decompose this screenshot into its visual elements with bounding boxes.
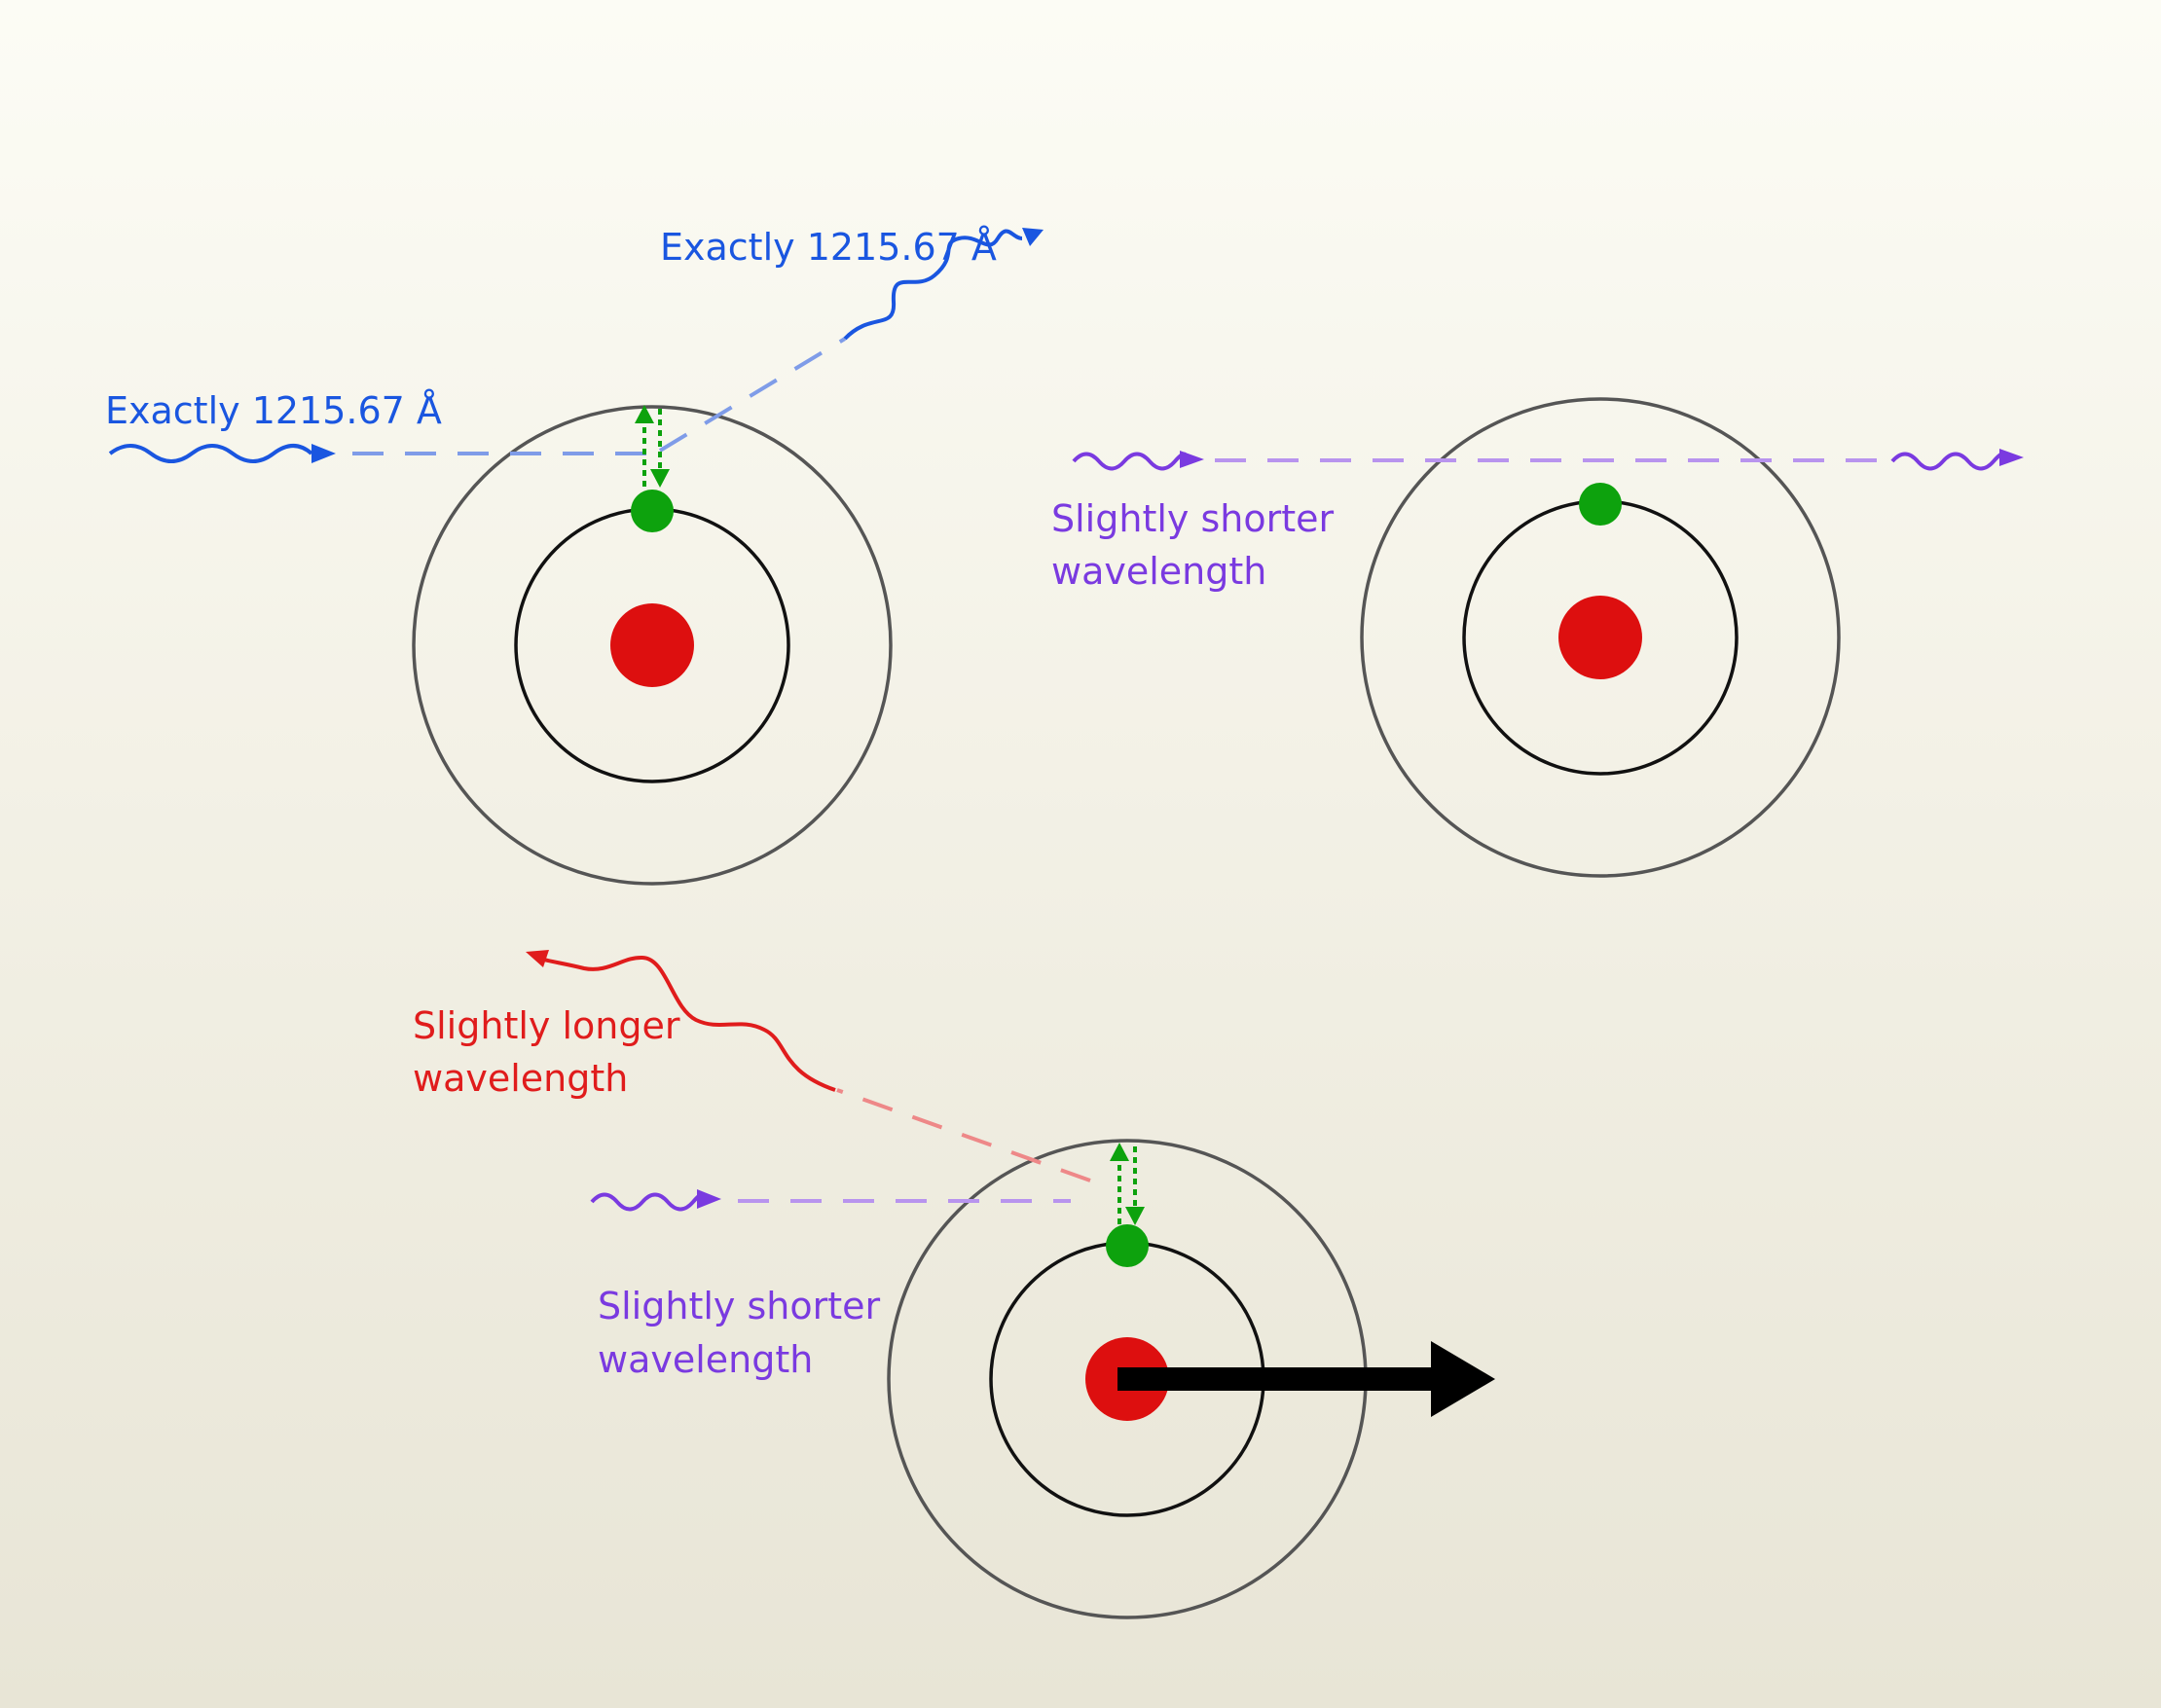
atom-3-electron bbox=[1106, 1224, 1149, 1267]
atom-1-nucleus bbox=[610, 603, 694, 687]
atom-1-outgoing-label: Exactly 1215.67 Å bbox=[660, 226, 997, 269]
arrowhead-icon bbox=[1022, 228, 1044, 246]
atom-2-outer-orbit bbox=[1360, 397, 1841, 878]
photon-path-dashed bbox=[658, 337, 847, 453]
photon-wave-icon bbox=[843, 229, 1023, 341]
atom-1-outer-orbit bbox=[412, 405, 893, 886]
atom-1-incoming-label: Exactly 1215.67 Å bbox=[105, 389, 442, 432]
arrowhead-icon bbox=[1180, 451, 1204, 468]
arrowhead-icon bbox=[311, 444, 336, 463]
photon-wave-icon bbox=[1072, 452, 1189, 471]
atom-3-outgoing-photon bbox=[526, 950, 1091, 1182]
atom-3-incoming-photon bbox=[590, 1189, 1071, 1212]
atom-2 bbox=[1360, 397, 1841, 878]
atom-1 bbox=[412, 405, 893, 886]
atom-1-electron bbox=[631, 490, 674, 532]
arrowhead-icon bbox=[526, 950, 549, 967]
photon-wave-icon bbox=[108, 444, 313, 463]
atom-3-motion-arrow-icon bbox=[1117, 1341, 1495, 1417]
arrowhead-icon bbox=[1999, 449, 2024, 466]
atom-1-transition-arrow-icon bbox=[635, 405, 670, 488]
atom-1-outgoing-photon bbox=[658, 228, 1044, 453]
arrowhead-icon bbox=[697, 1189, 721, 1209]
atom-3-transition-arrow-icon bbox=[1110, 1143, 1145, 1225]
photon-wave-icon bbox=[539, 955, 836, 1092]
atom-2-nucleus bbox=[1558, 596, 1642, 679]
photon-wave-icon bbox=[1890, 452, 2008, 471]
atom-3-outgoing-label-line2: wavelength bbox=[413, 1057, 628, 1100]
atom-2-label-line1: Slightly shorter bbox=[1051, 497, 1334, 540]
atom-2-electron bbox=[1579, 483, 1622, 526]
atom-3-incoming-label-line1: Slightly shorter bbox=[598, 1285, 880, 1327]
photon-wave-icon bbox=[590, 1192, 706, 1212]
atom-3-outgoing-label-line1: Slightly longer bbox=[413, 1004, 680, 1047]
photon-path-dashed bbox=[836, 1088, 1091, 1182]
atom-1-incoming-photon bbox=[108, 444, 650, 463]
atom-2-label-line2: wavelength bbox=[1051, 550, 1266, 593]
atom-2-passing-photon bbox=[1072, 449, 2024, 471]
atom-3-incoming-label-line2: wavelength bbox=[598, 1338, 813, 1381]
